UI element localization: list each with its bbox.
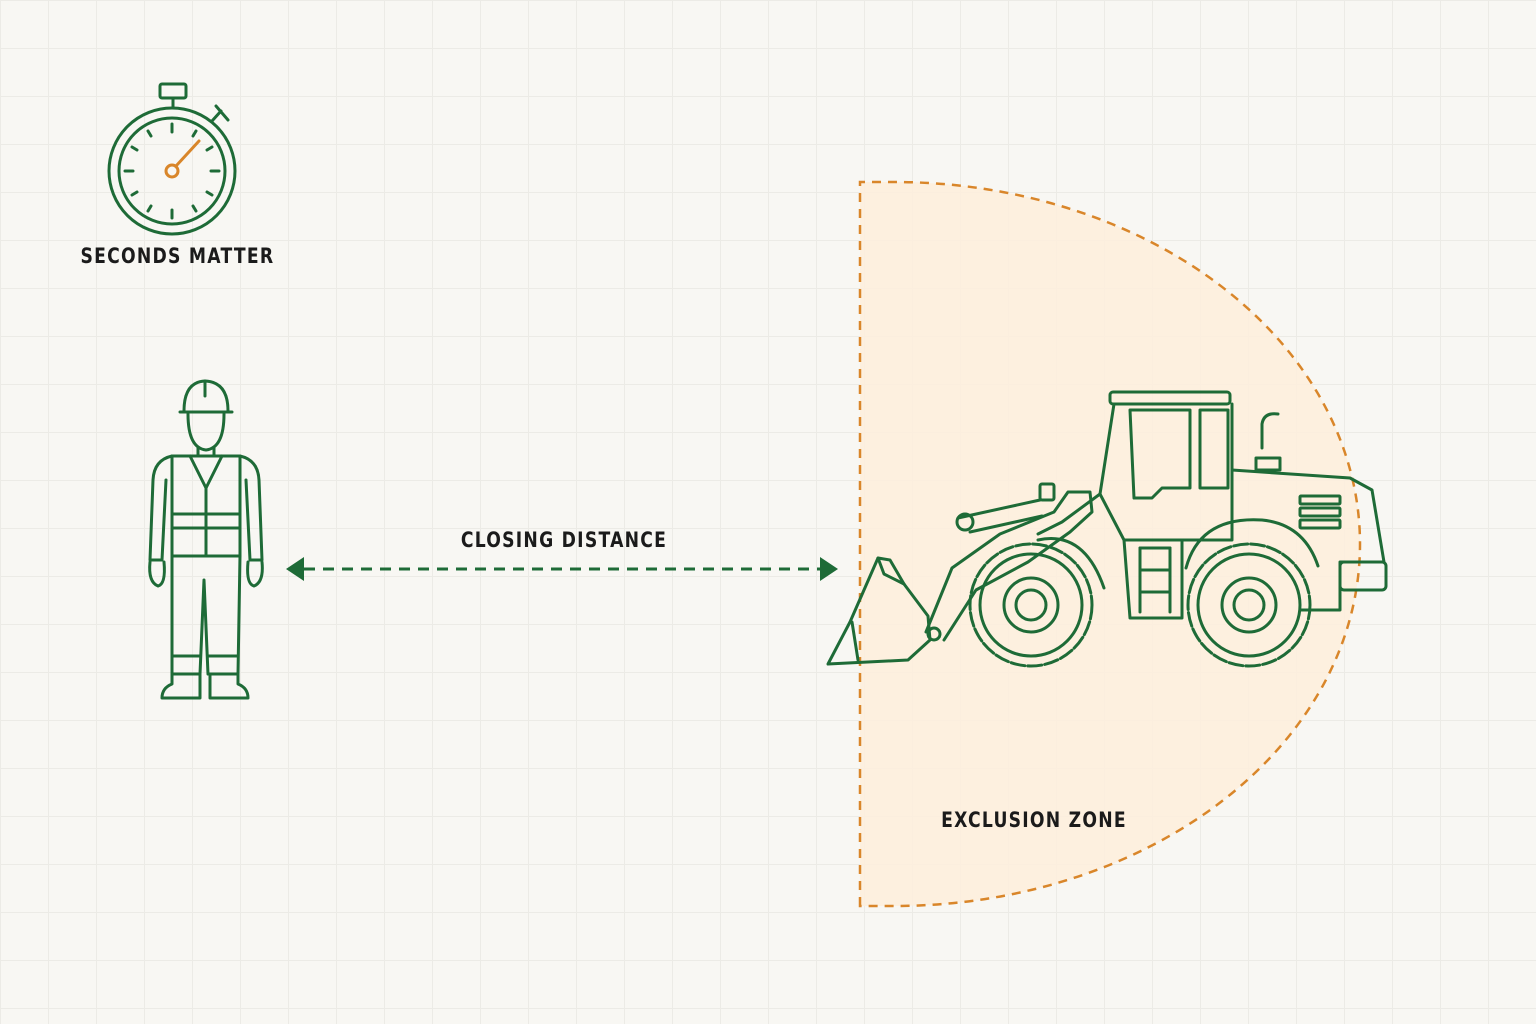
exclusion-zone-fill (860, 182, 1360, 906)
exclusion-zone-label: EXCLUSION ZONE (941, 808, 1127, 832)
seconds-matter-label: SECONDS MATTER (80, 244, 275, 268)
exclusion-zone (858, 180, 1362, 908)
exclusion-zone-boundary (858, 180, 1362, 908)
arrowhead-right (820, 557, 838, 581)
arrowhead-left (286, 557, 304, 581)
stopwatch-icon (107, 82, 237, 236)
construction-worker-icon (148, 379, 264, 700)
closing-distance-label: CLOSING DISTANCE (460, 528, 668, 552)
wheel-loader-icon (826, 390, 1388, 668)
closing-distance-arrow (286, 557, 838, 581)
